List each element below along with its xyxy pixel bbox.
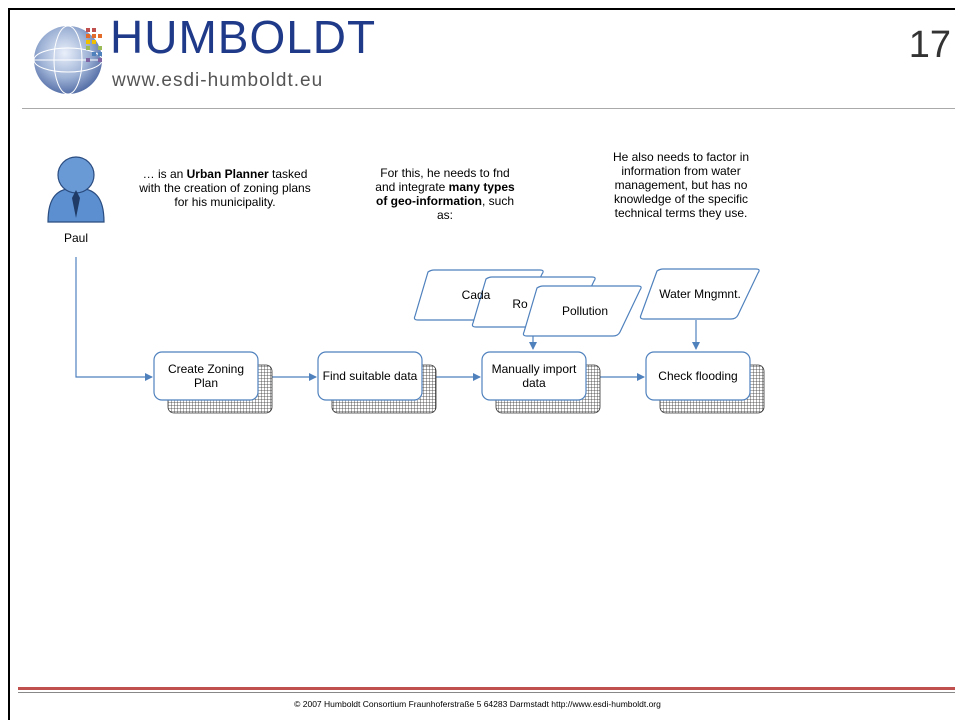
data-source-pollution: Pollution bbox=[561, 304, 609, 318]
slide-number: 17 bbox=[908, 24, 951, 66]
footer-rule bbox=[18, 687, 955, 690]
process-step-manually-import-data: Manually import data bbox=[491, 362, 577, 390]
actor-description: … is an Urban Planner tasked with the cr… bbox=[139, 167, 311, 209]
header-rule bbox=[22, 108, 955, 109]
slide-frame bbox=[8, 8, 955, 720]
footer-text: © 2007 Humboldt Consortium Fraunhoferstr… bbox=[294, 699, 661, 709]
process-step-create-zoning-plan: Create Zoning Plan bbox=[167, 362, 245, 390]
actor-name: Paul bbox=[63, 231, 89, 245]
needs-note: For this, he needs to fnd and integrate … bbox=[375, 166, 515, 222]
process-step-check-flooding: Check flooding bbox=[658, 369, 738, 383]
data-source-water-mngmnt: Water Mngmnt. bbox=[659, 287, 741, 301]
data-source-roads: Ro bbox=[512, 297, 528, 311]
data-source-cadastre: Cada bbox=[461, 288, 491, 302]
water-note: He also needs to factor in information f… bbox=[612, 150, 750, 220]
person-icon bbox=[47, 156, 105, 223]
footer-rule-thin bbox=[18, 692, 955, 693]
logo-name: HUMBOLDT bbox=[110, 11, 377, 63]
logo-url: www.esdi-humboldt.eu bbox=[112, 70, 324, 91]
process-step-find-suitable-data: Find suitable data bbox=[322, 369, 418, 383]
